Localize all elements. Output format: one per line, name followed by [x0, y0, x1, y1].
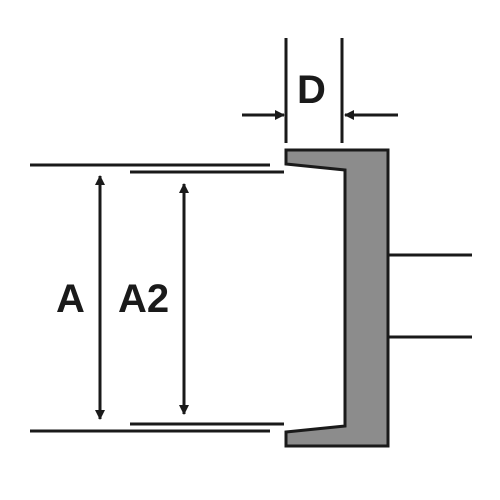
label-d: D — [297, 68, 326, 112]
label-a2: A2 — [118, 277, 169, 321]
label-a: A — [56, 277, 85, 321]
profile-cross-section — [284, 148, 390, 448]
